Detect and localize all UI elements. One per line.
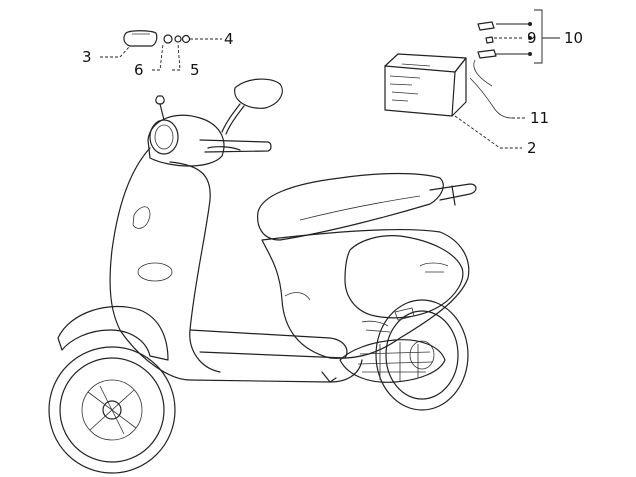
front-fender	[57, 305, 169, 361]
callout-5: 5	[190, 61, 200, 79]
battery	[384, 53, 513, 119]
fuse-holder-parts	[123, 30, 191, 47]
seat	[257, 172, 444, 241]
callout-4: 4	[224, 30, 234, 48]
callout-10: 10	[564, 29, 583, 47]
side-panel	[261, 228, 470, 359]
mirror	[221, 78, 283, 135]
leader-lines	[100, 9, 560, 149]
scooter-illustration	[48, 59, 493, 474]
rear-rack	[429, 183, 477, 201]
leg-shield	[109, 147, 363, 383]
rear-wheel	[375, 299, 469, 411]
engine	[339, 339, 446, 383]
floorboard	[189, 329, 348, 359]
callout-3: 3	[82, 48, 92, 66]
headset	[147, 114, 225, 167]
front-wheel	[48, 346, 176, 474]
callout-11: 11	[530, 109, 549, 127]
callout-9: 9	[527, 29, 537, 47]
center-stand	[321, 371, 337, 383]
handlebar	[199, 139, 272, 153]
fuse-parts	[477, 21, 497, 59]
callout-2: 2	[527, 139, 537, 157]
callout-6: 6	[134, 61, 144, 79]
